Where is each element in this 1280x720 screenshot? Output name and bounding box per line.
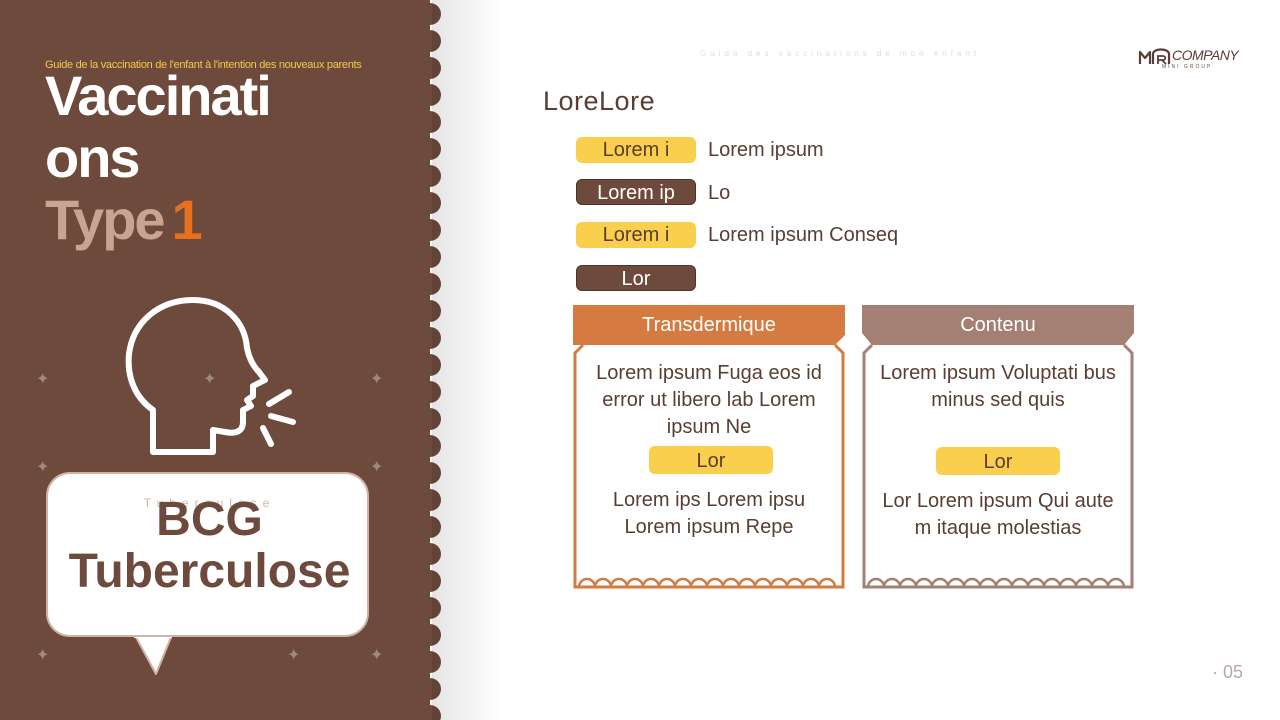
tag-badge-2: Lorem ip xyxy=(576,179,696,205)
tag-text-2: Lo xyxy=(708,182,731,204)
bubble-title: BCG Tuberculose xyxy=(68,493,351,598)
scallop-bump xyxy=(419,246,441,268)
sparkle-star-icon: ✦ xyxy=(370,371,384,388)
scallop-bump xyxy=(419,597,441,619)
card-transdermique: Transdermique Lorem ipsum Fuga eos id er… xyxy=(573,305,845,589)
scallop-bump xyxy=(419,138,441,160)
scallop-bump xyxy=(419,273,441,295)
bubble-ghost-text: Tuberculose xyxy=(143,496,276,510)
scallop-bump xyxy=(419,651,441,673)
scallop-bump xyxy=(419,84,441,106)
scallop-bump xyxy=(419,354,441,376)
card-frame xyxy=(862,305,1134,589)
sparkle-star-icon: ✦ xyxy=(203,371,217,388)
scallop-bump xyxy=(419,516,441,538)
page-number: · 05 xyxy=(1212,662,1244,682)
logo-arch-icon xyxy=(1138,48,1171,65)
scallop-bump xyxy=(419,678,441,700)
scallop-bump xyxy=(419,624,441,646)
sparkle-star-icon: ✦ xyxy=(36,647,50,664)
scallop-bump xyxy=(419,30,441,52)
tag-text-1: Lorem ipsum xyxy=(708,139,824,161)
card-1-footer: Lorem ips Lorem ipsu Lorem ipsum Repe xyxy=(612,489,806,538)
sparkle-star-icon: ✦ xyxy=(370,647,384,664)
tag-badge-1: Lorem i xyxy=(576,137,696,163)
page-number-value: 05 xyxy=(1223,662,1244,682)
card-2-footer: Lor Lorem ipsum Qui aute m itaque molest… xyxy=(882,490,1114,539)
card-frame xyxy=(573,305,845,589)
card-1-button[interactable]: Lor xyxy=(649,446,773,474)
scallop-bump xyxy=(419,57,441,79)
scallop-bump xyxy=(419,435,441,457)
scallop-bump xyxy=(419,408,441,430)
card-2-button[interactable]: Lor xyxy=(936,447,1060,475)
scallop-bump xyxy=(419,327,441,349)
tag-badge-4: Lor xyxy=(576,265,696,291)
scallop-bump xyxy=(419,300,441,322)
scallop-bump xyxy=(419,381,441,403)
tag-text-3: Lorem ipsum Conseq xyxy=(708,224,899,246)
title-number: 1 xyxy=(171,188,203,251)
scallop-bump xyxy=(419,219,441,241)
card-2-body: Lorem ipsum Voluptati bus minus sed quis xyxy=(880,362,1116,411)
header-ghost-text: Guide des vaccinations de mon enfant xyxy=(700,49,981,58)
section-title: LoreLore xyxy=(543,86,656,116)
speech-bubble xyxy=(46,472,369,637)
scallop-bump xyxy=(419,570,441,592)
scallop-bump xyxy=(419,543,441,565)
title-type: Type xyxy=(45,188,166,251)
panel-shadow xyxy=(432,0,502,720)
logo-subtext: MINI GROUP xyxy=(1162,64,1213,70)
title-line-1: Vaccinati xyxy=(45,64,272,127)
sparkle-star-icon: ✦ xyxy=(36,371,50,388)
card-1-body: Lorem ipsum Fuga eos id error ut libero … xyxy=(596,362,822,438)
scallop-bump xyxy=(419,3,441,25)
tag-badge-3: Lorem i xyxy=(576,222,696,248)
sparkle-star-icon: ✦ xyxy=(36,459,50,476)
card-1-title: Transdermique xyxy=(642,314,776,336)
title-line-2: ons xyxy=(45,126,141,189)
scallop-edge xyxy=(410,0,441,720)
scallop-bump xyxy=(419,705,441,720)
card-2-title: Contenu xyxy=(960,314,1036,336)
scallop-bump xyxy=(419,192,441,214)
scallop-bump xyxy=(419,462,441,484)
sparkle-star-icon: ✦ xyxy=(370,459,384,476)
scallop-bump xyxy=(419,165,441,187)
logo-text: COMPANY xyxy=(1172,47,1239,63)
sparkle-star-icon: ✦ xyxy=(287,647,301,664)
card-contenu: Contenu Lorem ipsum Voluptati bus minus … xyxy=(862,305,1134,589)
scallop-bump xyxy=(419,489,441,511)
head-coughing-icon xyxy=(125,297,296,455)
guide-subtitle: Guide de la vaccination de l'enfant à l'… xyxy=(45,59,362,71)
scallop-bump xyxy=(419,111,441,133)
